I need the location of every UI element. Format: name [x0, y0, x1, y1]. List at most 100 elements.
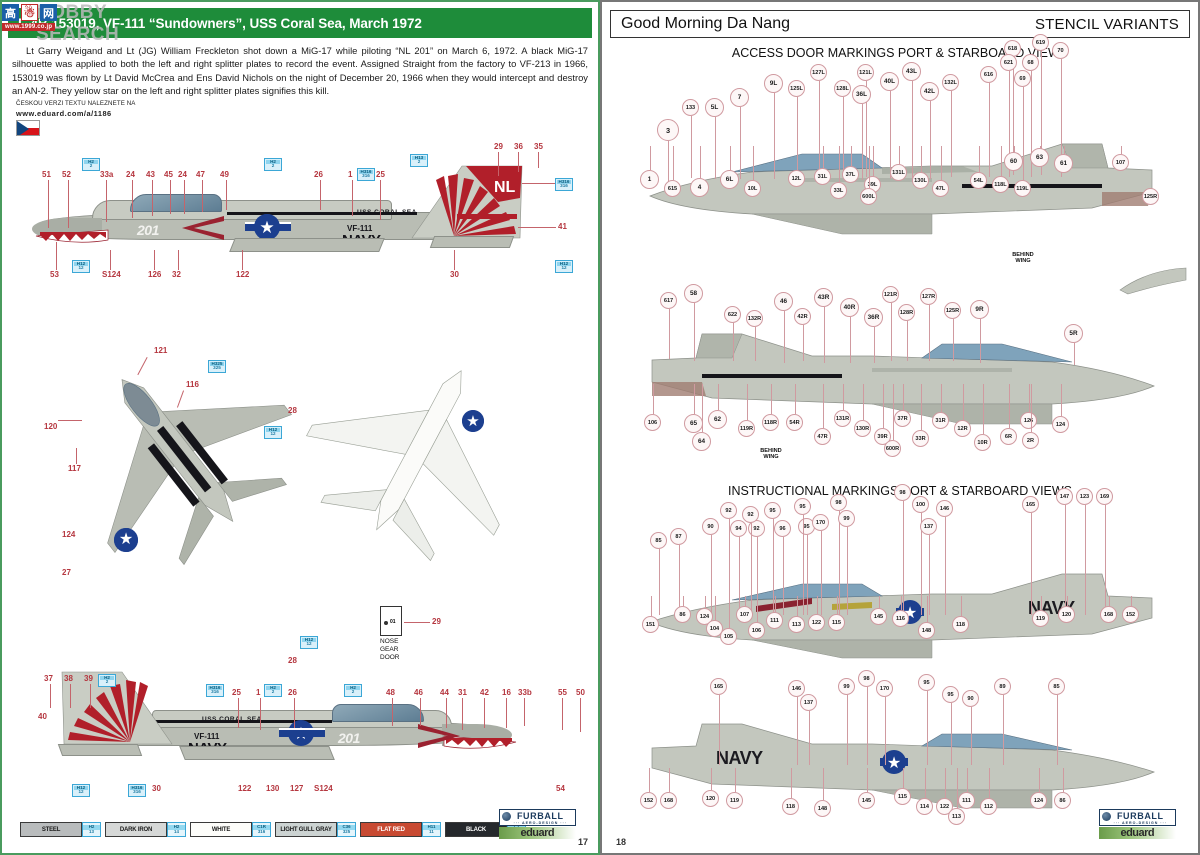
furball-tagline: ··· AERO-DESIGN ···: [1113, 821, 1167, 825]
callout-27: 27: [62, 568, 71, 577]
callout-leader-line: [714, 596, 716, 620]
stencil-callout-615: 615: [664, 180, 681, 197]
left-page: F-4B 153019, VF-111 “Sundowners”, USS Co…: [0, 0, 600, 855]
stencil-callout-128r: 128R: [898, 304, 915, 321]
callout-leader-line: [1066, 596, 1068, 606]
callout-leader-line: [729, 146, 731, 170]
callout-leader-line: [940, 384, 942, 412]
paint-tag-h2-b: H2 2: [264, 158, 282, 171]
callout-31: 31: [458, 688, 467, 697]
callout-leader-line: [1062, 768, 1064, 792]
callout-33a: 33a: [100, 170, 114, 179]
swatch-flat-red: FLAT RED: [360, 822, 422, 837]
legend-item-light-gull-gray: LIGHT GULL GRAY C36 325: [275, 822, 356, 837]
stencil-callout-62: 62: [708, 410, 727, 429]
kit-title: Good Morning Da Nang: [621, 15, 790, 32]
callout-53: 53: [50, 270, 59, 279]
paint-tag-h2-e: H2 2: [344, 684, 362, 697]
stencil-callout-121r: 121R: [882, 286, 899, 303]
callout-leader-line: [873, 327, 875, 363]
svg-text:★: ★: [887, 755, 901, 772]
stencil-callout-128l: 128L: [834, 80, 851, 97]
stencil-callout-43r: 43R: [814, 288, 833, 307]
paint-tag-h13: H13 2: [410, 154, 428, 167]
access-door-port-aircraft: [632, 122, 1172, 252]
paint-tag-h12-d: H12 12: [300, 636, 318, 649]
stencil-callout-145: 145: [870, 608, 887, 625]
callout-leader-line: [668, 309, 670, 359]
callout-leader-line: [962, 384, 964, 420]
stencil-callout-107: 107: [736, 606, 753, 623]
stencil-callout-118l: 118L: [992, 176, 1009, 193]
stencil-callout-127l: 127L: [810, 64, 827, 81]
stencil-callout-58: 58: [684, 284, 703, 303]
stencil-callout-98: 98: [830, 494, 847, 511]
callout-50: 50: [576, 688, 585, 697]
callout-leader-line: [836, 596, 838, 614]
stencil-callout-621: 621: [1000, 54, 1017, 71]
stencil-callout-92: 92: [720, 502, 737, 519]
callout-leader-line: [796, 97, 798, 177]
eduard-logo: eduard: [498, 827, 576, 839]
stencil-callout-130l: 130L: [912, 172, 929, 189]
callout-24b: 24: [178, 170, 187, 179]
stencil-callout-600l: 600L: [860, 188, 877, 205]
callout-leader-line: [842, 384, 844, 410]
callout-leader-line: [882, 384, 884, 428]
callout-leader-line: [846, 527, 848, 615]
callout-54: 54: [556, 784, 565, 793]
page-number-left: 17: [577, 837, 588, 847]
callout-leader-line: [1063, 146, 1065, 154]
stencil-callout-86: 86: [1054, 792, 1071, 809]
callout-55: 55: [558, 688, 567, 697]
stencil-callout-152: 152: [640, 792, 657, 809]
callout-leader-line: [678, 545, 680, 615]
shark-mouth-marking-starboard: [443, 735, 517, 749]
description-text: Lt Garry Weigand and Lt (JG) William Fre…: [12, 45, 588, 97]
callout-leader-line: [1060, 384, 1062, 416]
furball-logo: FURBALL ··· AERO-DESIGN ···: [498, 809, 576, 826]
stencil-callout-170: 170: [876, 680, 893, 697]
callout-leader-line: [898, 146, 900, 164]
callout-leader-line: [884, 697, 886, 765]
callout-40: 40: [38, 712, 47, 721]
port-side-profile: 201 ★ USS CORAL SEA: [2, 152, 602, 282]
stencil-callout-104: 104: [706, 620, 723, 637]
callout-122b: 122: [238, 784, 252, 793]
squadron-marking: VF-111: [347, 224, 373, 233]
callout-122: 122: [236, 270, 250, 279]
callout-leader-line: [960, 596, 962, 616]
stencil-callout-47r: 47R: [814, 428, 831, 445]
callout-leader-line: [672, 146, 674, 180]
callout-36: 36: [514, 142, 523, 151]
stencil-callout-85: 85: [650, 532, 667, 549]
paint-color-legend: STEEL H2 13 DARK IRON H2 14 WHITE: [20, 822, 526, 837]
callout-leader-line: [1040, 596, 1042, 610]
swatch-label: DARK IRON: [119, 826, 153, 833]
stencil-callout-600r: 600R: [884, 440, 901, 457]
callout-leader-line: [926, 596, 928, 622]
stencil-callout-37r: 37R: [894, 410, 911, 427]
callout-44: 44: [440, 688, 449, 697]
brand-logos-right: FURBALL ··· AERO-DESIGN ··· eduard: [1098, 809, 1176, 839]
callout-leader-line: [988, 83, 990, 177]
callout-leader-line: [822, 384, 824, 428]
callout-28b: 28: [288, 656, 297, 665]
stencil-callout-121l: 121L: [857, 64, 874, 81]
stencil-callout-146: 146: [788, 680, 805, 697]
callout-leader-line: [650, 596, 652, 616]
callout-leader-line: [956, 768, 958, 808]
swatch-label: WHITE: [211, 826, 231, 833]
stencil-callout-107: 107: [1112, 154, 1129, 171]
callout-28: 28: [288, 406, 297, 415]
stencil-callout-148: 148: [814, 800, 831, 817]
callout-leader-line: [728, 596, 730, 628]
stencil-callout-96: 96: [774, 520, 791, 537]
callout-leader-line: [823, 307, 825, 363]
instructional-starboard-aircraft: ★ NAVY: [632, 712, 1172, 822]
callout-leader-line: [744, 596, 746, 606]
callout-124: 124: [62, 530, 76, 539]
furball-logo-right: FURBALL ··· AERO-DESIGN ···: [1098, 809, 1176, 826]
callout-leader-line: [782, 537, 784, 615]
